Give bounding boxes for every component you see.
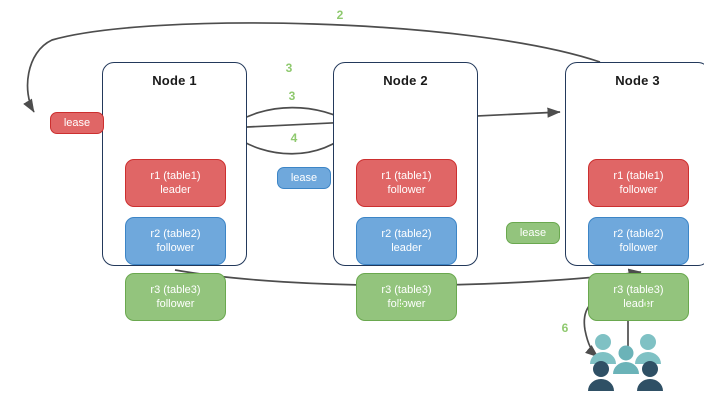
replica-role: leader <box>623 298 654 310</box>
replica-role: leader <box>160 184 191 196</box>
replica-role: leader <box>391 242 422 254</box>
node-2-replica-r1[interactable]: r1 (table1) follower <box>356 159 457 207</box>
replica-name: r3 (table3) <box>613 284 664 296</box>
replica-name: r1 (table1) <box>150 170 201 182</box>
step-label-5: 5 <box>397 299 405 313</box>
replica-role: follower <box>619 242 658 254</box>
lease-badge-blue[interactable]: lease <box>277 167 331 189</box>
replica-role: follower <box>619 184 658 196</box>
person-back-right <box>635 334 661 364</box>
node-1-replica-r2[interactable]: r2 (table2) follower <box>125 217 226 265</box>
replica-role: follower <box>387 298 426 310</box>
replica-name: r2 (table2) <box>150 228 201 240</box>
step-label-2: 2 <box>336 8 344 22</box>
node-3-title: Node 3 <box>615 73 660 88</box>
replica-name: r1 (table1) <box>613 170 664 182</box>
replica-name: r1 (table1) <box>381 170 432 182</box>
replica-name: r2 (table2) <box>381 228 432 240</box>
lease-badge-green[interactable]: lease <box>506 222 560 244</box>
node-1-replica-r3[interactable]: r3 (table3) follower <box>125 273 226 321</box>
step-label-6: 6 <box>561 321 569 335</box>
replica-role: follower <box>156 298 195 310</box>
replica-role: follower <box>387 184 426 196</box>
node-3-replica-r1[interactable]: r1 (table1) follower <box>588 159 689 207</box>
step-label-4: 4 <box>290 131 298 145</box>
replica-name: r2 (table2) <box>613 228 664 240</box>
person-front-right <box>637 361 663 391</box>
users-icon <box>586 331 668 393</box>
replica-name: r3 (table3) <box>150 284 201 296</box>
replica-name: r3 (table3) <box>381 284 432 296</box>
node-1-replica-r1[interactable]: r1 (table1) leader <box>125 159 226 207</box>
step-label-3-lower: 3 <box>288 89 296 103</box>
step-label-1: 1 <box>642 297 650 311</box>
person-back-left <box>590 334 616 364</box>
node-3-replica-r2[interactable]: r2 (table2) follower <box>588 217 689 265</box>
person-front-left <box>588 361 614 391</box>
node-2-replica-r2[interactable]: r2 (table2) leader <box>356 217 457 265</box>
lease-badge-red[interactable]: lease <box>50 112 104 134</box>
step-label-3-upper: 3 <box>285 61 293 75</box>
node-box-3[interactable]: Node 3 r1 (table1) follower r2 (table2) … <box>565 62 704 321</box>
node-2-replica-r3[interactable]: r3 (table3) follower <box>356 273 457 321</box>
node-box-2[interactable]: Node 2 r1 (table1) follower r2 (table2) … <box>333 62 478 321</box>
person-center <box>613 345 639 374</box>
replica-role: follower <box>156 242 195 254</box>
node-3-replica-r3[interactable]: r3 (table3) leader <box>588 273 689 321</box>
node-box-1[interactable]: Node 1 r1 (table1) leader r2 (table2) fo… <box>102 62 247 321</box>
node-2-title: Node 2 <box>383 73 428 88</box>
node-1-title: Node 1 <box>152 73 197 88</box>
